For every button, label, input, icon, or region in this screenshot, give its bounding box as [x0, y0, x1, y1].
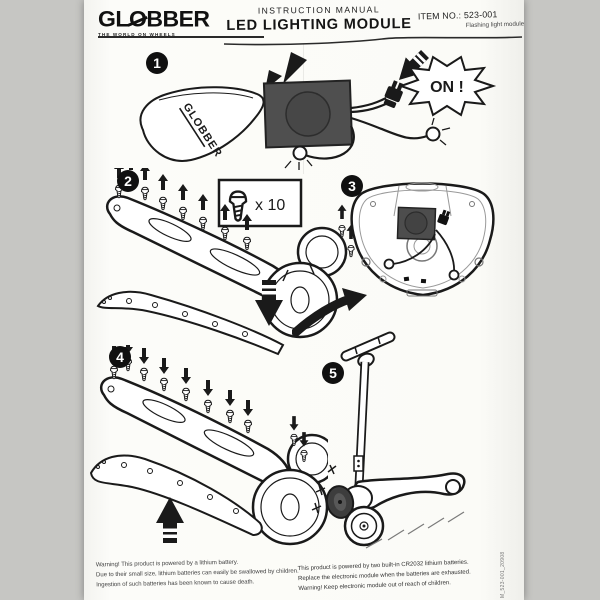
routed-wires [392, 229, 455, 273]
wire-clip [420, 278, 427, 284]
item-number-block: ITEM NO.: 523-001 Flashing light module [418, 9, 524, 31]
front-wheels [325, 485, 385, 547]
step-5-badge: 5 [322, 362, 344, 384]
step-2-badge: 2 [117, 170, 139, 192]
steering-tube [353, 361, 370, 487]
logo-wordmark: GLOBBER [98, 6, 268, 32]
logo-slashed-o: O [128, 6, 147, 32]
flash-sparkle-icon [311, 464, 337, 514]
step4-illustration [89, 345, 328, 546]
header-divider-line [223, 36, 523, 46]
manual-label: INSTRUCTION MANUAL [257, 4, 381, 16]
led-sparkle-icon [284, 159, 313, 170]
power-connector [383, 80, 404, 108]
on-label: ON ! [430, 79, 464, 96]
led-bulb [425, 126, 441, 142]
step-1-badge: 1 [146, 52, 168, 74]
step2-illustration: x 10 [96, 168, 363, 356]
logo-tagline: THE WORLD ON WHEELS [98, 32, 176, 37]
step-4-badge: 4 [109, 346, 131, 368]
on-burst-bubble: ON ! [397, 55, 497, 117]
logo-text-post: BBER [146, 6, 210, 32]
step3-illustration [350, 182, 495, 297]
emphasis-mark-icon [283, 52, 307, 84]
step5-illustration [311, 331, 466, 549]
step-3-badge: 3 [341, 175, 363, 197]
globber-logo: GLOBBER THE WORLD ON WHEELS [98, 8, 268, 37]
installed-connector [437, 209, 451, 226]
screw-count-box: x 10 [217, 178, 303, 228]
led-bulb [292, 145, 308, 161]
item-subtitle: Flashing light module [465, 20, 525, 30]
logo-text-pre: GL [98, 6, 129, 32]
installed-module [396, 206, 437, 241]
screw-count-label: x 10 [255, 197, 285, 214]
deck-base [96, 290, 285, 356]
document-reference-code: M_523-001_20908 [500, 551, 506, 598]
wire-clip [403, 276, 410, 282]
led-bulb [383, 258, 395, 270]
led-sparkle-icon [431, 117, 451, 146]
manual-page: GLOBBER THE WORLD ON WHEELS INSTRUCTION … [84, 0, 524, 600]
up-arrow-icon [156, 497, 184, 543]
curved-arrow-icon [292, 288, 367, 337]
item-number: ITEM NO.: 523-001 [417, 9, 498, 22]
led-module-box [262, 79, 354, 149]
motion-lines [365, 511, 465, 549]
led-bulb [448, 269, 460, 281]
logo-underline [98, 36, 264, 38]
deck-base [89, 454, 263, 537]
storage-bag: GLOBBER [139, 86, 265, 162]
step1-illustration: GLOBBER [139, 48, 497, 170]
